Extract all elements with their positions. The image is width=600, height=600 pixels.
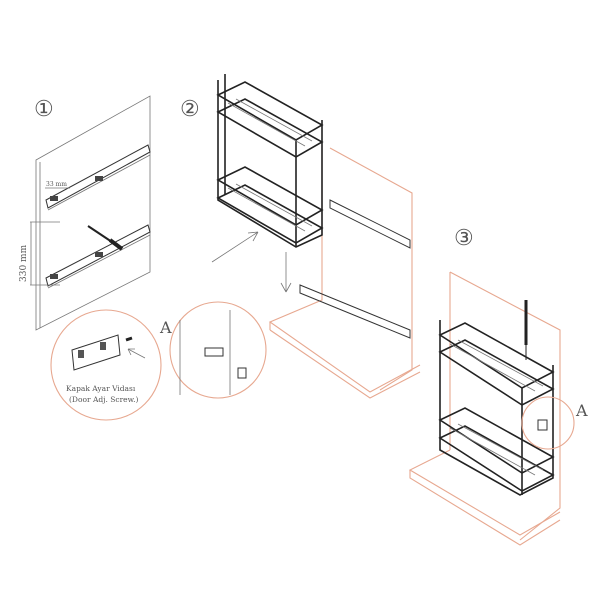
- caption-english: (Door Adj. Screw.): [69, 395, 139, 404]
- hinge-plate: [71, 334, 133, 371]
- step-1-side-panel: [35, 95, 151, 331]
- rail-spacing-dimension: 330 mm: [19, 244, 29, 282]
- detail-label-a: A: [159, 318, 172, 337]
- insert-arrow-icon: [211, 231, 259, 263]
- rail-clip: [204, 347, 224, 357]
- cabinet-outline-step-2: [268, 145, 421, 399]
- detail-circle-rail: [169, 301, 267, 399]
- arrow-icon: [127, 348, 146, 359]
- step-1-number: ①: [34, 97, 54, 122]
- detail-circle-door-screw: [50, 309, 162, 421]
- step-2-number: ②: [180, 97, 200, 122]
- rail-spacing-dimension-line: [30, 221, 60, 286]
- caption-turkish: Kapak Ayar Vidası: [66, 384, 136, 393]
- wire-basket-step-3: [438, 320, 555, 496]
- screwdriver-icon: [87, 225, 124, 251]
- upper-rail: [45, 144, 151, 211]
- cabinet-outline-step-3: [408, 271, 561, 546]
- wire-basket-step-2: [216, 74, 324, 248]
- detail-label-a-step-3: A: [575, 401, 588, 420]
- lower-rail: [45, 224, 151, 289]
- rail-step-2-lower: [299, 284, 411, 339]
- step-3-number: ③: [454, 226, 474, 251]
- rail-step-2-upper: [329, 199, 411, 249]
- rail-offset-dimension: 33 mm: [46, 181, 67, 188]
- detail-circle-a-step-3: [521, 396, 575, 450]
- down-arrow-icon: [280, 252, 292, 293]
